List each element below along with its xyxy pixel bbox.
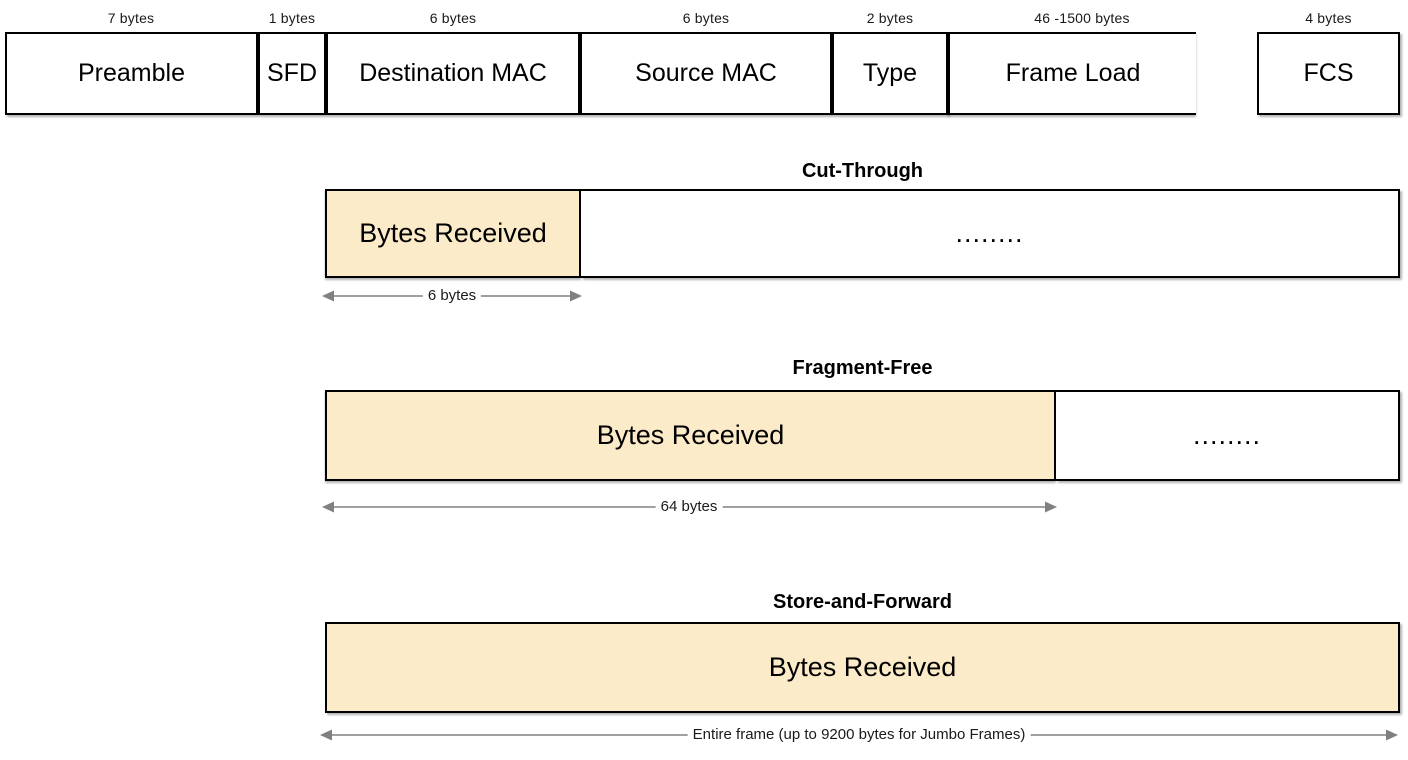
frame-size-label-frame-load: 46 -1500 bytes bbox=[1034, 10, 1130, 26]
frame-cell-preamble: Preamble bbox=[5, 32, 258, 115]
cut-through-remainder-box: ........ bbox=[581, 189, 1400, 278]
frame-cell-fcs: FCS bbox=[1257, 32, 1400, 115]
frame-cell-destination-mac: Destination MAC bbox=[326, 32, 580, 115]
frame-size-label-sfd: 1 bytes bbox=[268, 10, 316, 26]
store-and-forward-dimension-label: Entire frame (up to 9200 bytes for Jumbo… bbox=[687, 723, 1031, 747]
store-and-forward-dimension-arrow: Entire frame (up to 9200 bytes for Jumbo… bbox=[320, 723, 1398, 747]
frame-cell-frame-load: Frame Load bbox=[948, 32, 1196, 115]
fragment-free-bytes-received-box: Bytes Received bbox=[325, 390, 1056, 481]
frame-size-label-type: 2 bytes bbox=[866, 10, 914, 26]
mode-title-fragment-free: Fragment-Free bbox=[792, 357, 933, 379]
fragment-free-dimension-label: 64 bytes bbox=[655, 495, 723, 519]
cut-through-dimension-arrow: 6 bytes bbox=[322, 284, 582, 308]
mode-title-cut-through: Cut-Through bbox=[801, 160, 924, 182]
mode-title-store-and-forward: Store-and-Forward bbox=[773, 591, 952, 613]
fragment-free-dimension-arrow: 64 bytes bbox=[322, 495, 1057, 519]
fragment-free-remainder-dots: ........ bbox=[1192, 420, 1261, 450]
fragment-free-remainder-box: ........ bbox=[1056, 390, 1400, 481]
frame-size-label-source-mac: 6 bytes bbox=[682, 10, 730, 26]
frame-cell-source-mac: Source MAC bbox=[580, 32, 832, 115]
frame-cell-type: Type bbox=[832, 32, 948, 115]
cut-through-bytes-received-box: Bytes Received bbox=[325, 189, 581, 278]
frame-size-label-fcs: 4 bytes bbox=[1305, 10, 1352, 26]
cut-through-remainder-dots: ........ bbox=[955, 218, 1024, 248]
store-and-forward-bytes-received-box: Bytes Received bbox=[325, 622, 1400, 713]
frame-cell-sfd: SFD bbox=[258, 32, 326, 115]
cut-through-dimension-label: 6 bytes bbox=[422, 284, 482, 308]
frame-size-label-preamble: 7 bytes bbox=[107, 10, 155, 26]
frame-size-label-destination-mac: 6 bytes bbox=[429, 10, 477, 26]
